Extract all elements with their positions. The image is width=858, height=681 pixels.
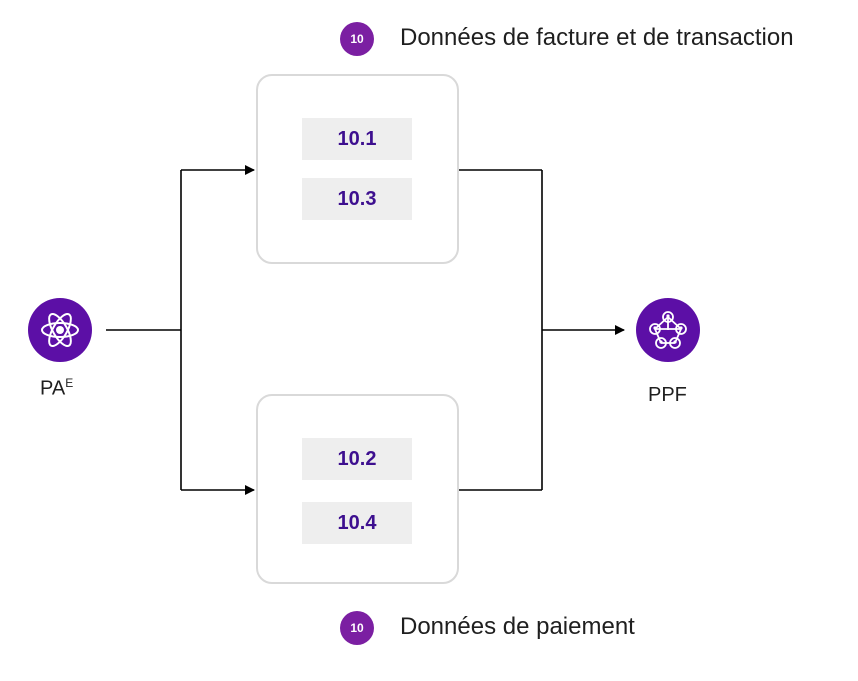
source-label-superscript: E <box>65 376 74 390</box>
source-label: PAE <box>40 376 73 401</box>
legend-top-badge: 10 <box>340 22 374 56</box>
target-node <box>636 298 700 362</box>
group-box-bottom: 10.2 10.4 <box>256 394 459 584</box>
legend-top-text: Données de facture et de transaction <box>400 24 794 51</box>
network-icon <box>649 311 687 349</box>
legend-bottom-text: Données de paiement <box>400 613 635 640</box>
group-box-top: 10.1 10.3 <box>256 74 459 264</box>
target-label: PPF <box>648 384 687 406</box>
source-label-text: PA <box>40 377 66 400</box>
atom-icon <box>41 313 79 347</box>
chip-item: 10.3 <box>302 178 412 220</box>
legend-bottom-badge: 10 <box>340 611 374 645</box>
chip-item: 10.1 <box>302 118 412 160</box>
chip-item: 10.4 <box>302 502 412 544</box>
source-node <box>28 298 92 362</box>
chip-item: 10.2 <box>302 438 412 480</box>
